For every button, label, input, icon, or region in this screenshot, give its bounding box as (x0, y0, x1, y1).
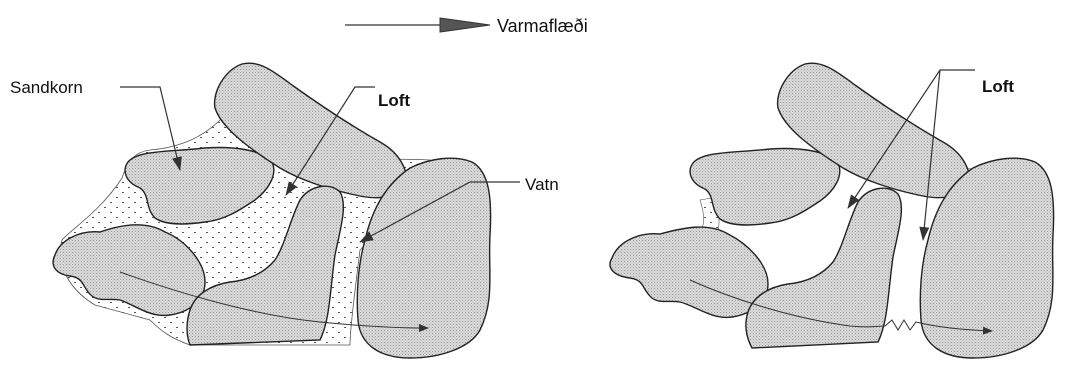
right-panel: Loft (610, 63, 1054, 358)
vatn-label: Vatn (525, 175, 559, 194)
heat-flow-legend-arrowhead (440, 18, 490, 32)
loft-label-left: Loft (378, 91, 410, 110)
left-panel: Sandkorn Loft Vatn (10, 63, 559, 358)
legend: Varmaflæði (345, 16, 588, 36)
loft-label-right: Loft (982, 77, 1014, 96)
legend-label: Varmaflæði (497, 16, 588, 36)
sand-grain (610, 227, 768, 317)
sandkorn-label: Sandkorn (10, 78, 83, 97)
